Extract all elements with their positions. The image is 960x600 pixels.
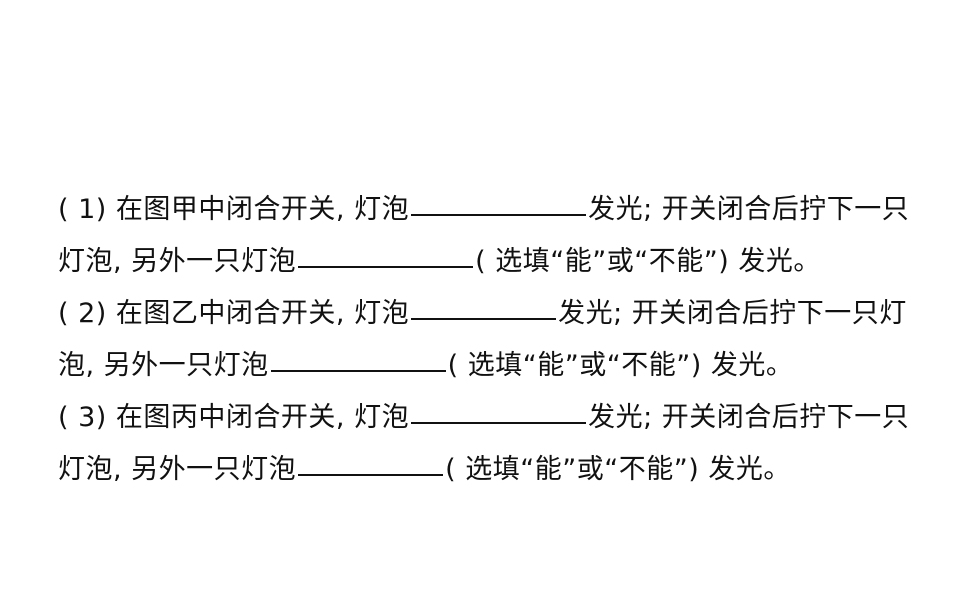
question-3-line-1: ( 3) 在图丙中闭合开关, 灯泡 发光; 开关闭合后拧下一只 — [58, 392, 938, 444]
question-1-answer-blank-1[interactable] — [411, 184, 587, 216]
question-2-text-after-blank-2: ( 选填“能”或“不能”) 发光。 — [447, 350, 794, 381]
question-1-text-after-blank-1: 发光; 开关闭合后拧下一只 — [588, 194, 910, 225]
question-1-text-before-blank-1: ( 1) 在图甲中闭合开关, 灯泡 — [58, 194, 410, 225]
question-2: ( 2) 在图乙中闭合开关, 灯泡 发光; 开关闭合后拧下一只灯 泡, 另外一只灯… — [58, 288, 938, 392]
question-2-answer-blank-2[interactable] — [270, 340, 446, 372]
question-3-text-before-blank-2: 灯泡, 另外一只灯泡 — [58, 454, 297, 485]
question-1-text-before-blank-2: 灯泡, 另外一只灯泡 — [58, 246, 297, 277]
question-2-answer-blank-1[interactable] — [411, 288, 557, 320]
worksheet: ( 1) 在图甲中闭合开关, 灯泡发光; 开关闭合后拧下一只 灯泡, 另外一只灯… — [58, 184, 938, 496]
question-2-text-after-blank-1: 发光; 开关闭合后拧下一只灯 — [558, 298, 907, 329]
question-1-text-after-blank-2: ( 选填“能”或“不能”) 发光。 — [475, 246, 821, 277]
question-2-text-before-blank-2: 泡, 另外一只灯泡 — [58, 350, 269, 381]
question-3-text-before-blank-1: ( 3) 在图丙中闭合开关, 灯泡 — [58, 402, 410, 433]
question-1-line-2: 灯泡, 另外一只灯泡 ( 选填“能”或“不能”) 发光。 — [58, 236, 938, 288]
question-1-line-1: ( 1) 在图甲中闭合开关, 灯泡 发光; 开关闭合后拧下一只 — [58, 184, 938, 236]
question-3-line-2: 灯泡, 另外一只灯泡 ( 选填“能”或“不能”) 发光。 — [58, 444, 938, 496]
question-2-line-2: 泡, 另外一只灯泡 ( 选填“能”或“不能”) 发光。 — [58, 340, 938, 392]
question-1: ( 1) 在图甲中闭合开关, 灯泡 发光; 开关闭合后拧下一只 灯泡, 另外一只灯… — [58, 184, 938, 288]
question-3-text-after-blank-1: 发光; 开关闭合后拧下一只 — [588, 402, 910, 433]
question-2-text-before-blank-1: ( 2) 在图乙中闭合开关, 灯泡 — [58, 298, 410, 329]
question-3: ( 3) 在图丙中闭合开关, 灯泡 发光; 开关闭合后拧下一只 灯泡, 另外一只灯… — [58, 392, 938, 496]
question-1-answer-blank-2[interactable] — [298, 236, 474, 268]
question-3-text-after-blank-2: ( 选填“能”或“不能”) 发光。 — [445, 454, 791, 485]
question-2-line-1: ( 2) 在图乙中闭合开关, 灯泡 发光; 开关闭合后拧下一只灯 — [58, 288, 938, 340]
question-3-answer-blank-2[interactable] — [298, 444, 444, 476]
question-3-answer-blank-1[interactable] — [411, 392, 587, 424]
